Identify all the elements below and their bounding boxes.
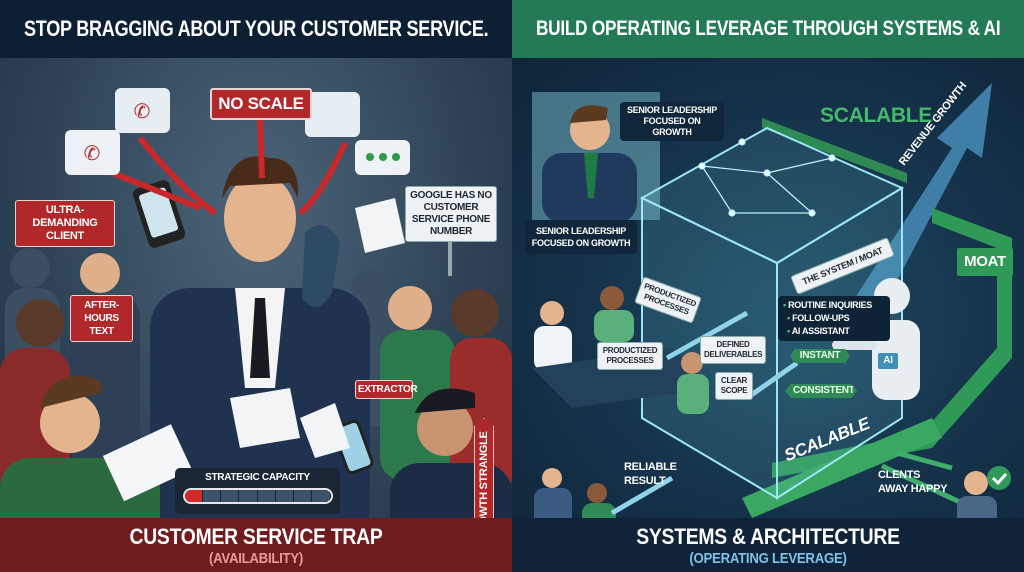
capacity-segment-empty	[202, 490, 221, 502]
customer-service-trap-title: CUSTOMER SERVICE TRAP	[129, 524, 383, 549]
instant-tag: INSTANT	[790, 349, 850, 363]
phone-bubble-icon: ✆	[115, 88, 170, 133]
message-bubble-icon	[305, 92, 360, 137]
moat-label: MOAT	[957, 248, 1013, 276]
capacity-segment-empty	[275, 490, 294, 502]
capacity-segment-empty	[294, 490, 313, 502]
capacity-segment-empty	[239, 490, 258, 502]
ai-badge: AI	[878, 353, 898, 369]
extractor-label: EXTRACTOR	[355, 380, 418, 399]
ai-list-item: • FOLLOW-UPS	[787, 313, 850, 323]
svg-text:✆: ✆	[134, 101, 151, 123]
after-hours-text-label: AFTER-HOURS TEXT	[70, 295, 133, 342]
ai-capabilities-list: • ROUTINE INQUIRIES • FOLLOW-UPS • AI ASSI…	[778, 296, 890, 341]
capacity-segment-empty	[312, 490, 331, 502]
woman-client-head	[16, 299, 64, 347]
no-scale-label: NO SCALE	[210, 88, 312, 120]
capacity-bar	[182, 488, 333, 504]
leadership-speech-bubble: SENIOR LEADERSHIP focused on growth	[620, 102, 724, 141]
ultra-demanding-client-label: ULTRA-DEMANDING CLIENT	[15, 200, 115, 247]
systems-architecture-title: SYSTEMS & ARCHITECTURE	[636, 524, 900, 549]
strategic-capacity-meter: STRATEGIC CAPACITY	[175, 468, 340, 514]
leadership-caption: SENIOR LEADERSHIP focused on growth	[525, 220, 637, 254]
left-footer: CUSTOMER SERVICE TRAP (AVAILABILITY)	[0, 518, 512, 572]
ai-list-item: • ROUTINE INQUIRIES	[783, 300, 872, 310]
right-footer: SYSTEMS & ARCHITECTURE (OPERATING LEVERA…	[512, 518, 1024, 572]
right-headline: BUILD OPERATING LEVERAGE THROUGH SYSTEMS…	[512, 0, 1024, 58]
capacity-segment-empty	[221, 490, 240, 502]
clients-away-happy-label: CLENTS AWAY HAPPY	[878, 469, 948, 495]
customer-service-trap-panel: ✆ ✆ NO SCALE ULTRA-DEMANDING CLIENT AFTE…	[0, 58, 512, 572]
productized-processes-label: PRODUCTIZED PROCESSES	[597, 342, 663, 370]
clear-scope-label: CLEAR SCOPE	[715, 372, 753, 400]
system-cube-illustration	[532, 83, 1012, 572]
defined-deliverables-label: DEFINED DELIVERABLES	[700, 336, 766, 364]
capacity-segment-filled	[184, 490, 203, 502]
scalable-heading: SCALABLE	[820, 104, 932, 127]
consistent-tag: CONSISTENT	[785, 384, 857, 398]
phone-bubble-icon: ✆	[65, 130, 120, 175]
capacity-segment-empty	[257, 490, 276, 502]
google-sign: GOOGLE HAS NO CUSTOMER SERVICE PHONE NUM…	[405, 186, 497, 242]
document-icon	[102, 424, 193, 502]
reliable-result-label: RELIABLE RESULT	[624, 461, 677, 487]
chat-dots-bubble-icon	[355, 140, 410, 175]
systems-architecture-panel: SENIOR LEADERSHIP focused on growth SENI…	[512, 58, 1024, 572]
ai-list-item: • AI ASSISTANT	[787, 326, 850, 336]
check-circle-icon	[987, 466, 1011, 490]
telephone-handset-icon	[302, 225, 340, 307]
strategic-capacity-label: STRATEGIC CAPACITY	[205, 472, 310, 483]
operating-leverage-subtitle: (OPERATING LEVERAGE)	[689, 550, 847, 567]
stressed-man-head	[224, 174, 296, 262]
availability-subtitle: (AVAILABILITY)	[208, 550, 304, 567]
svg-text:✆: ✆	[84, 143, 101, 165]
moat-wall	[772, 208, 1012, 478]
revenue-growth-arrow	[842, 83, 992, 328]
left-headline: STOP BRAGGING ABOUT YOUR CUSTOMER SERVIC…	[0, 0, 512, 58]
